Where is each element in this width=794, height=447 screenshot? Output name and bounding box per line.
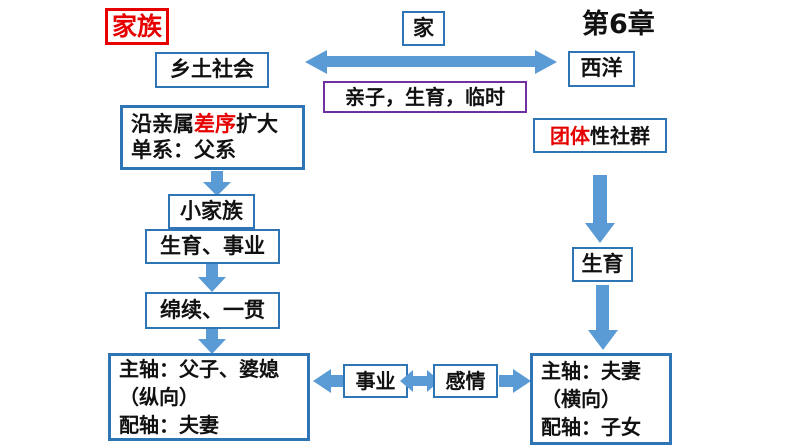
- left-axis-line3: 配轴：夫妻: [119, 413, 219, 437]
- node-kuoda-text: 沿亲属差序扩大 单系：父系: [123, 108, 286, 166]
- arrow-mianxu-to-leftaxis-head: [198, 339, 226, 354]
- arrow-shengyu-to-rightaxis-head: [588, 330, 618, 350]
- right-axis-line2: （横向）: [541, 387, 621, 411]
- node-mianxu-yiguan-label: 绵续、一贯: [160, 297, 265, 322]
- arrow-family-double-left-head: [305, 50, 327, 74]
- arrow-ganqing-to-rightaxis-head: [513, 369, 531, 393]
- arrow-shiye-to-leftaxis-head: [313, 369, 331, 393]
- arrow-ganqing-to-rightaxis-shaft: [499, 375, 513, 387]
- node-shiye: 事业: [343, 364, 408, 398]
- arrow-kuoda-to-xiaojiazu-head: [203, 182, 231, 196]
- node-shiye-label: 事业: [355, 369, 396, 393]
- title-label: 家族: [111, 11, 162, 41]
- arrow-family-double-right-head: [535, 50, 557, 74]
- arrow-shiye-ganqing-left-head: [400, 370, 413, 392]
- node-shengyu: 生育: [572, 247, 633, 282]
- kuoda-red-chaxu: 差序: [194, 112, 236, 137]
- node-shengyu-shiye: 生育、事业: [145, 229, 280, 264]
- arrow-family-double-shaft: [326, 56, 536, 67]
- right-axis-text: 主轴：夫妻 （横向） 配轴：子女: [533, 353, 649, 445]
- node-xiyang: 西洋: [568, 51, 635, 87]
- left-axis-text: 主轴：父子、婆媳 （纵向） 配轴：夫妻: [111, 351, 287, 443]
- arrow-kuoda-to-xiaojiazu-shaft: [211, 171, 223, 182]
- node-xiaojiazu-label: 小家族: [180, 198, 243, 223]
- right-axis-line1: 主轴：夫妻: [541, 359, 641, 383]
- node-qinzi-shengyu-linshi: 亲子，生育，临时: [323, 81, 527, 113]
- node-shengyu-shiye-label: 生育、事业: [160, 233, 265, 258]
- node-qinzi-label: 亲子，生育，临时: [345, 85, 505, 109]
- node-left-axis: 主轴：父子、婆媳 （纵向） 配轴：夫妻: [108, 353, 310, 441]
- arrow-shiye-ganqing-shaft: [411, 376, 429, 386]
- node-xiaojiazu: 小家族: [168, 194, 255, 229]
- node-tuanti-text: 团体性社群: [550, 124, 650, 148]
- node-shengyu-label: 生育: [581, 251, 624, 276]
- left-axis-line1: 主轴：父子、婆媳: [119, 357, 279, 381]
- arrow-shiye-to-mianxu-head: [198, 277, 226, 292]
- arrow-shiye-to-mianxu-shaft: [206, 264, 218, 277]
- arrow-mianxu-to-leftaxis-shaft: [206, 329, 218, 339]
- node-yanqinshu-kuoda: 沿亲属差序扩大 单系：父系: [120, 105, 305, 170]
- node-xiangtu-shehui-label: 乡土社会: [170, 57, 254, 82]
- right-axis-line3: 配轴：子女: [541, 415, 641, 439]
- kuoda-line2: 单系：父系: [131, 137, 236, 162]
- arrow-shengyu-to-rightaxis-shaft: [596, 285, 609, 330]
- kuoda-line1: 沿亲属差序扩大: [131, 112, 278, 137]
- node-tuanti-shequn: 团体性社群: [533, 118, 667, 153]
- tuanti-red: 团体: [550, 123, 590, 148]
- kuoda-post: 扩大: [236, 112, 278, 137]
- node-jia-label: 家: [413, 15, 434, 40]
- arrow-tuanti-to-shengyu-shaft: [593, 175, 607, 223]
- node-right-axis: 主轴：夫妻 （横向） 配轴：子女: [530, 353, 672, 445]
- node-mianxu-yiguan: 绵续、一贯: [145, 292, 280, 329]
- node-jia: 家: [402, 11, 445, 46]
- tuanti-rest: 性社群: [590, 123, 650, 148]
- title-box-jiazu: 家族: [105, 8, 169, 45]
- chapter-label: 第6章: [582, 9, 655, 40]
- kuoda-pre: 沿亲属: [131, 112, 194, 137]
- node-xiyang-label: 西洋: [580, 56, 623, 81]
- arrow-tuanti-to-shengyu-head: [585, 223, 615, 243]
- node-ganqing: 感情: [433, 364, 498, 398]
- node-ganqing-label: 感情: [445, 369, 486, 393]
- left-axis-line2: （纵向）: [119, 385, 199, 409]
- node-xiangtu-shehui: 乡土社会: [155, 52, 269, 88]
- arrow-shiye-to-leftaxis-shaft: [330, 375, 344, 387]
